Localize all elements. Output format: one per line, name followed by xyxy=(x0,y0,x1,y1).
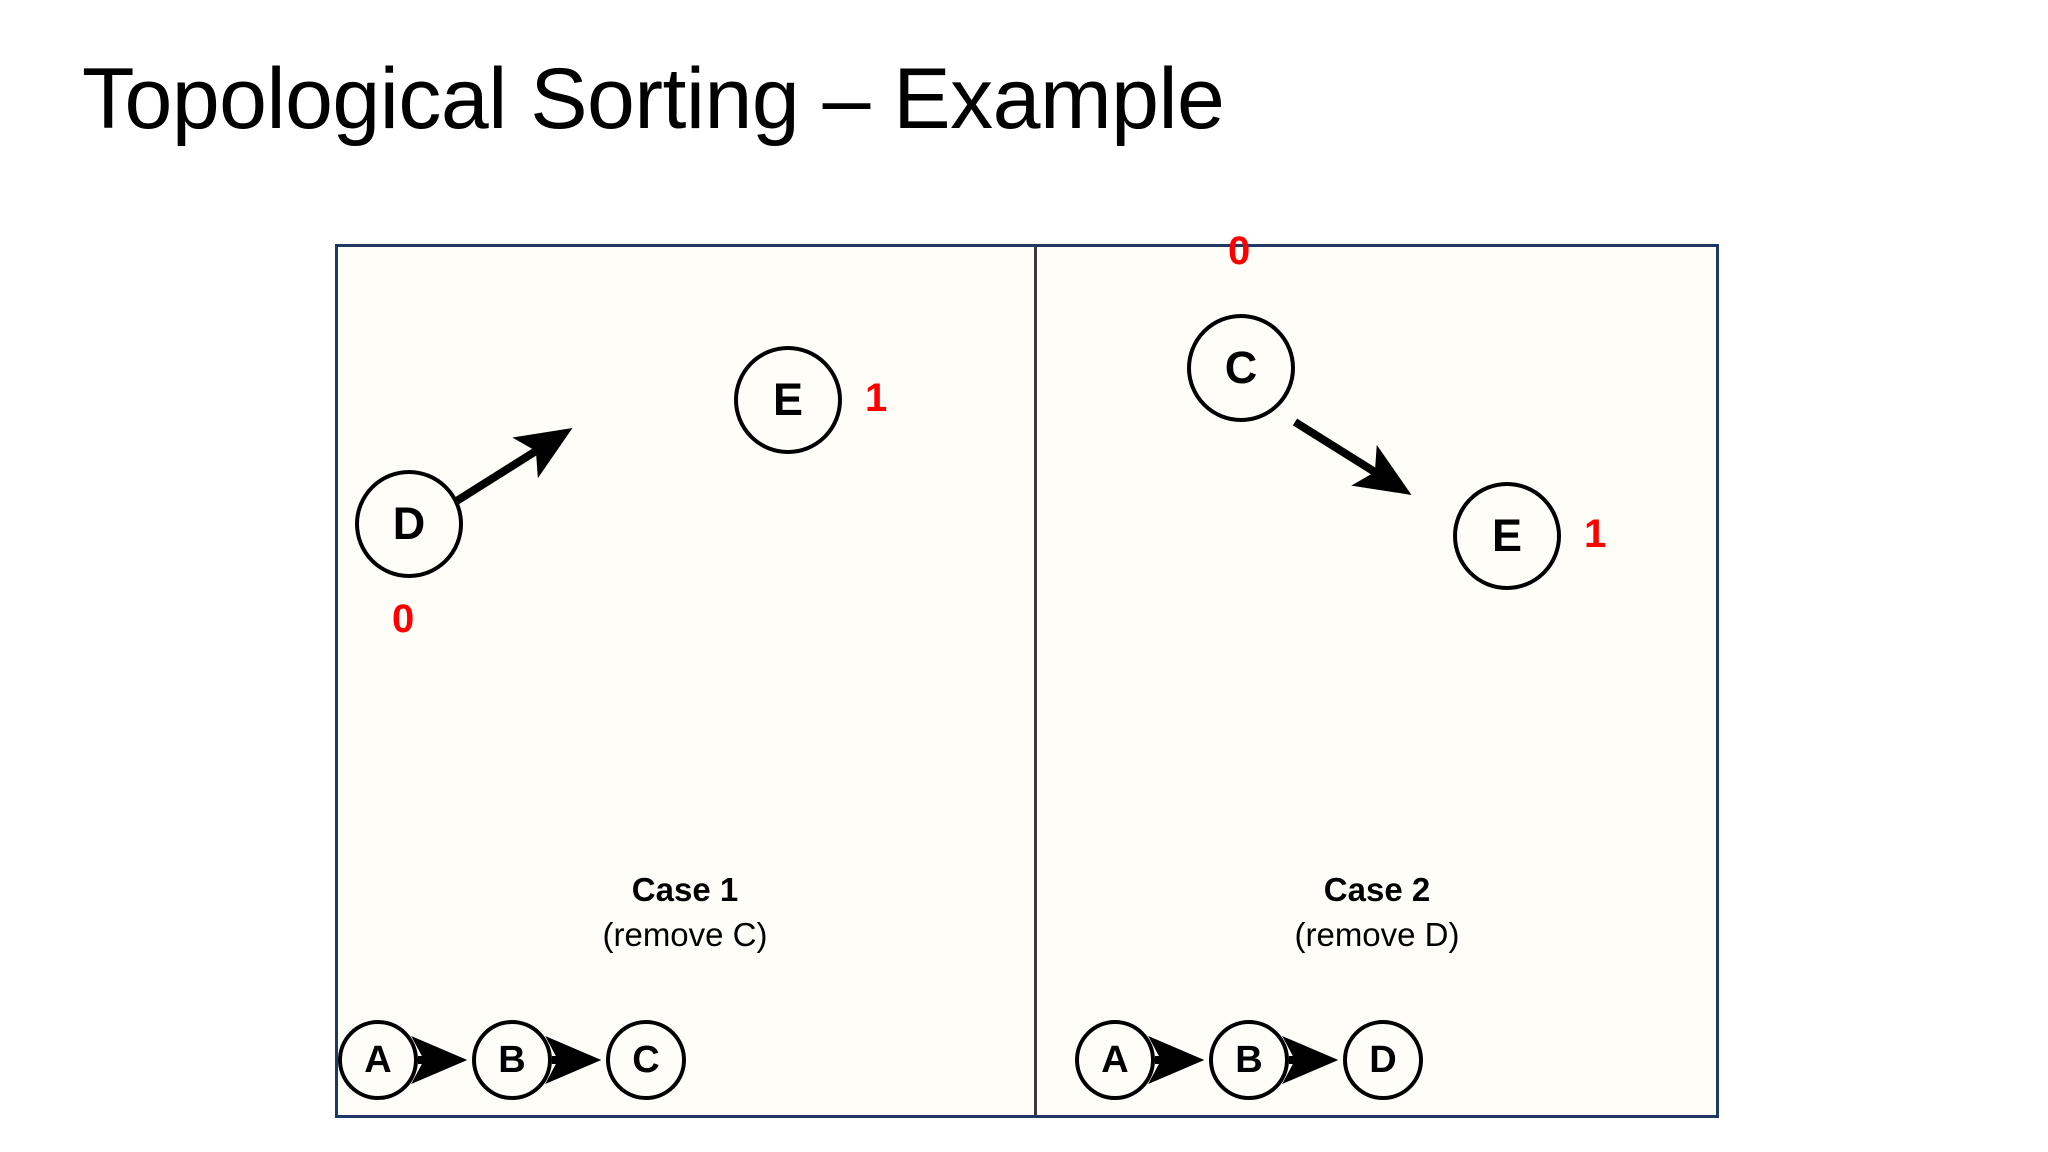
case-panel-case-2: C 0 E 1 Case 2 (remove D) A B D xyxy=(1035,231,1719,1118)
chain-node-b[interactable]: B xyxy=(472,1020,552,1100)
case-subtitle-case-1: (remove C) xyxy=(602,916,768,954)
node-c[interactable]: C xyxy=(1187,314,1295,422)
case-title-case-2: Case 2 xyxy=(1323,871,1431,908)
figure-frame xyxy=(335,244,1719,1118)
page-title: Topological Sorting – Example xyxy=(82,51,1225,147)
node-e[interactable]: E xyxy=(734,346,842,454)
chain-node-a[interactable]: A xyxy=(1075,1020,1155,1100)
case-title-case-1: Case 1 xyxy=(631,871,739,908)
panel-divider xyxy=(1034,247,1037,1115)
edge-d-to-e xyxy=(452,428,573,506)
case-panel-case-1: D 0 E 1 Case 1 (remove C) A B C xyxy=(335,244,1035,1118)
degree-label-d: 0 xyxy=(392,597,415,641)
chain-node-c[interactable]: C xyxy=(606,1020,686,1100)
case-caption-case-1: Case 1 (remove C) xyxy=(335,869,1035,956)
case-caption-case-2: Case 2 (remove D) xyxy=(1035,869,1719,956)
edge-layer-case-1 xyxy=(411,428,602,1084)
node-e[interactable]: E xyxy=(1453,482,1561,590)
edge-layer-case-2 xyxy=(1148,418,1412,1084)
degree-label-e: 1 xyxy=(865,376,888,420)
edge-c-to-e xyxy=(1292,418,1412,495)
node-d[interactable]: D xyxy=(355,470,463,578)
degree-label-c: 0 xyxy=(1228,229,1251,273)
chain-node-a[interactable]: A xyxy=(338,1020,418,1100)
degree-label-e: 1 xyxy=(1584,512,1607,556)
case-subtitle-case-2: (remove D) xyxy=(1294,916,1460,954)
chain-node-d[interactable]: D xyxy=(1343,1020,1423,1100)
chain-node-b[interactable]: B xyxy=(1209,1020,1289,1100)
